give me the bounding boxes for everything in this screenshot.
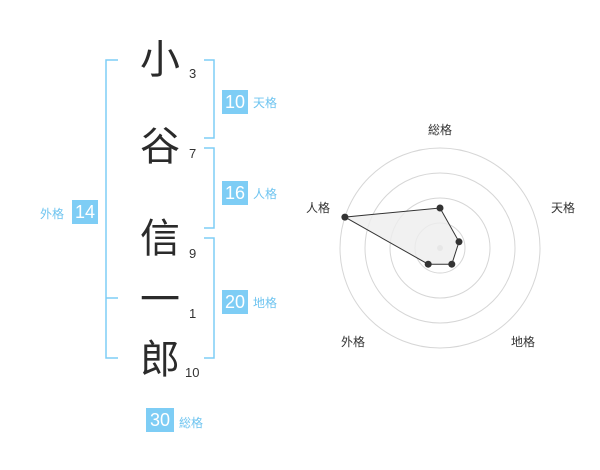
jinkaku-bracket: [204, 147, 215, 229]
radar-ring-2: [389, 197, 491, 299]
chikaku-value: 20: [222, 290, 248, 314]
jinkaku-value: 16: [222, 181, 248, 205]
radar-axis-label-tenkaku: 天格: [551, 201, 576, 215]
chikaku-bracket: [204, 237, 215, 359]
chikaku-label: 地格: [253, 296, 278, 310]
name-char-1: 小: [140, 37, 180, 83]
radar-axis-label-chikaku: 地格: [511, 335, 536, 349]
radar-axis-label-gaikaku: 外格: [341, 335, 366, 349]
radar-point-2: [455, 238, 463, 246]
radar-point-4: [424, 260, 432, 268]
stroke-count-4: 1: [189, 306, 197, 321]
gaikaku-bracket: [105, 59, 118, 359]
name-char-4: 一: [140, 277, 180, 323]
name-char-2: 谷: [140, 124, 180, 170]
radar-series-polygon: [343, 207, 460, 265]
stroke-count-3: 9: [189, 246, 197, 261]
radar-axis-label-soukaku: 総格: [428, 123, 453, 137]
gaikaku-value: 14: [72, 200, 98, 224]
radar-point-1: [436, 204, 444, 212]
radar-point-3: [448, 260, 456, 268]
gaikaku-label: 外格: [40, 207, 65, 221]
name-char-3: 信: [140, 216, 180, 262]
jinkaku-label: 人格: [253, 187, 278, 201]
radar-axis-label-jinkaku: 人格: [306, 201, 331, 215]
radar-ring-3: [364, 172, 516, 324]
radar-point-5: [341, 213, 349, 221]
soukaku-label: 総格: [179, 416, 204, 430]
name-char-5: 郎: [140, 337, 180, 383]
stroke-count-2: 7: [189, 146, 197, 161]
tenkaku-value: 10: [222, 90, 248, 114]
soukaku-value: 30: [146, 408, 174, 432]
tenkaku-label: 天格: [253, 96, 278, 110]
stroke-count-1: 3: [189, 66, 197, 81]
radar-ring-4: [339, 147, 541, 349]
stroke-count-5: 10: [185, 365, 200, 380]
tenkaku-bracket: [204, 59, 215, 139]
